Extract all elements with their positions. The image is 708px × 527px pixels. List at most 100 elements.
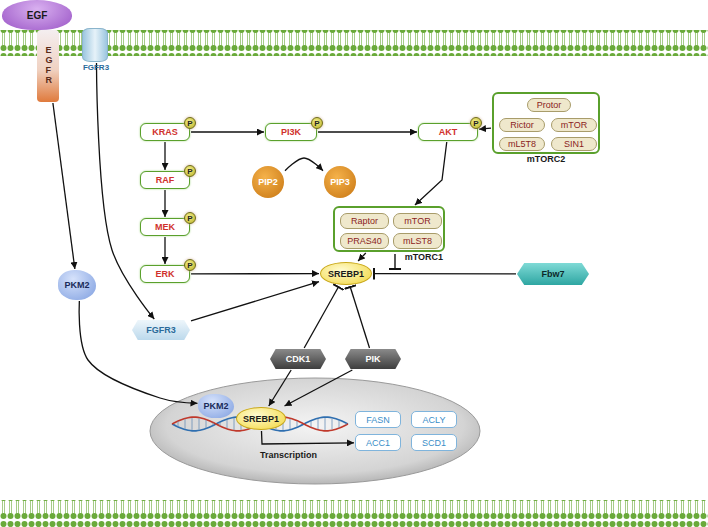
node-text: SCD1	[422, 438, 446, 448]
dna-rung	[297, 421, 298, 427]
connector	[191, 282, 319, 321]
connector	[79, 301, 197, 403]
dna-rung	[304, 423, 305, 424]
kinase-hexagon: PIK	[345, 349, 401, 369]
connector	[164, 190, 165, 217]
dna-rung	[185, 419, 186, 429]
node-text: FGFR3	[73, 63, 119, 72]
inhibition-bar	[389, 268, 401, 270]
dna-rung	[178, 422, 179, 427]
dna-rung	[325, 418, 326, 430]
node-text: FGFR3	[146, 325, 176, 335]
phospho-label: P	[311, 117, 323, 129]
gene-box: ACLY	[411, 411, 457, 428]
subunit-pill: Rictor	[499, 118, 545, 132]
subunit-pill: mTOR	[393, 213, 442, 229]
factor-ellipse: SREBP1	[236, 407, 286, 430]
phospho-label: P	[470, 117, 482, 129]
connector	[415, 142, 447, 205]
protein-box: PI3K	[265, 123, 317, 141]
node-text: ACC1	[366, 438, 390, 448]
node-text: mTOR	[404, 216, 430, 226]
regulator-hexagon: Fbw7	[517, 263, 589, 285]
enzyme-blob: PKM2	[58, 270, 96, 300]
node-text: KRAS	[152, 127, 178, 137]
subunit-pill: PRAS40	[340, 233, 389, 249]
dna-rung	[199, 418, 200, 429]
dna-rung	[213, 423, 214, 426]
connector	[53, 103, 75, 269]
subunit-pill: mL5T8	[499, 137, 545, 151]
protein-box: AKT	[418, 123, 478, 141]
subunit-pill: Protor	[527, 98, 571, 112]
complex-box: mTORC1RaptormTORPRAS40mLST8	[333, 206, 445, 252]
node-text: Fbw7	[541, 269, 564, 279]
connector	[164, 237, 165, 264]
lipid-circle: PIP2	[252, 166, 284, 198]
gene-box: SCD1	[411, 434, 457, 451]
protein-box: RAF	[140, 171, 190, 189]
node-text: MEK	[155, 222, 175, 232]
node-text: PKM2	[203, 401, 228, 411]
nucleus: TranscriptionPKM2SREBP1FASNACLYACC1SCD1	[150, 378, 480, 484]
phospho-label: P	[184, 212, 196, 224]
node-text: PIK	[365, 354, 380, 364]
connector	[269, 370, 291, 406]
protein-box: MEK	[140, 218, 190, 236]
node-text: PKM2	[64, 280, 89, 290]
dna-rung	[346, 423, 347, 425]
factor-ellipse: SREBP1	[320, 262, 372, 285]
dna-rung	[192, 418, 193, 430]
connector	[304, 287, 338, 348]
connector	[350, 287, 369, 348]
phospho-label: P	[184, 259, 196, 271]
subunit-pill: mLST8	[393, 233, 442, 249]
ligand-blob: EGF	[2, 0, 72, 30]
connector	[164, 142, 165, 170]
kinase-hexagon: CDK1	[270, 349, 326, 369]
connector	[479, 128, 491, 129]
connector	[285, 158, 323, 171]
connector	[358, 253, 366, 261]
protein-box: ERK	[140, 265, 190, 283]
node-text: Rictor	[510, 120, 534, 130]
enzyme-blob: PKM2	[198, 394, 233, 418]
phospho-label: P	[184, 117, 196, 129]
connector	[191, 131, 264, 132]
dna-rung	[206, 420, 207, 428]
node-text: mL5T8	[508, 139, 536, 149]
complex-box: mTORC2ProtorRictormTORmL5T8SIN1	[492, 92, 600, 154]
node-text: mLST8	[403, 236, 432, 246]
node-text: ACLY	[423, 415, 446, 425]
phospho-label: P	[184, 165, 196, 177]
dna-rung	[220, 422, 221, 425]
node-text: AKT	[439, 127, 458, 137]
node-text: SREBP1	[328, 269, 364, 279]
node-text: FASN	[366, 415, 390, 425]
protein-box: KRAS	[140, 123, 190, 141]
membrane-bottom	[0, 500, 708, 527]
node-text: mTORC1	[335, 252, 443, 262]
dna-rung	[332, 419, 333, 430]
node-text: SIN1	[564, 139, 584, 149]
node-text: PI3K	[281, 127, 301, 137]
node-text: ERK	[155, 269, 174, 279]
node-text: Protor	[537, 100, 562, 110]
node-text: mTOR	[561, 120, 587, 130]
gene-box: ACC1	[355, 434, 401, 451]
dna-rung	[234, 418, 235, 430]
gene-box: FASN	[355, 411, 401, 428]
connector	[374, 273, 516, 275]
node-text: PRAS40	[347, 236, 382, 246]
node-text: SREBP1	[243, 414, 279, 424]
dna-rung	[339, 420, 340, 427]
node-text: CDK1	[286, 354, 311, 364]
connector	[191, 273, 319, 275]
receptor: FGFR3	[82, 28, 108, 62]
subunit-pill: mTOR	[551, 118, 597, 132]
subunit-pill: Raptor	[340, 213, 389, 229]
connector	[318, 131, 417, 132]
nucleus-shape	[150, 378, 480, 484]
node-text: RAF	[156, 175, 175, 185]
